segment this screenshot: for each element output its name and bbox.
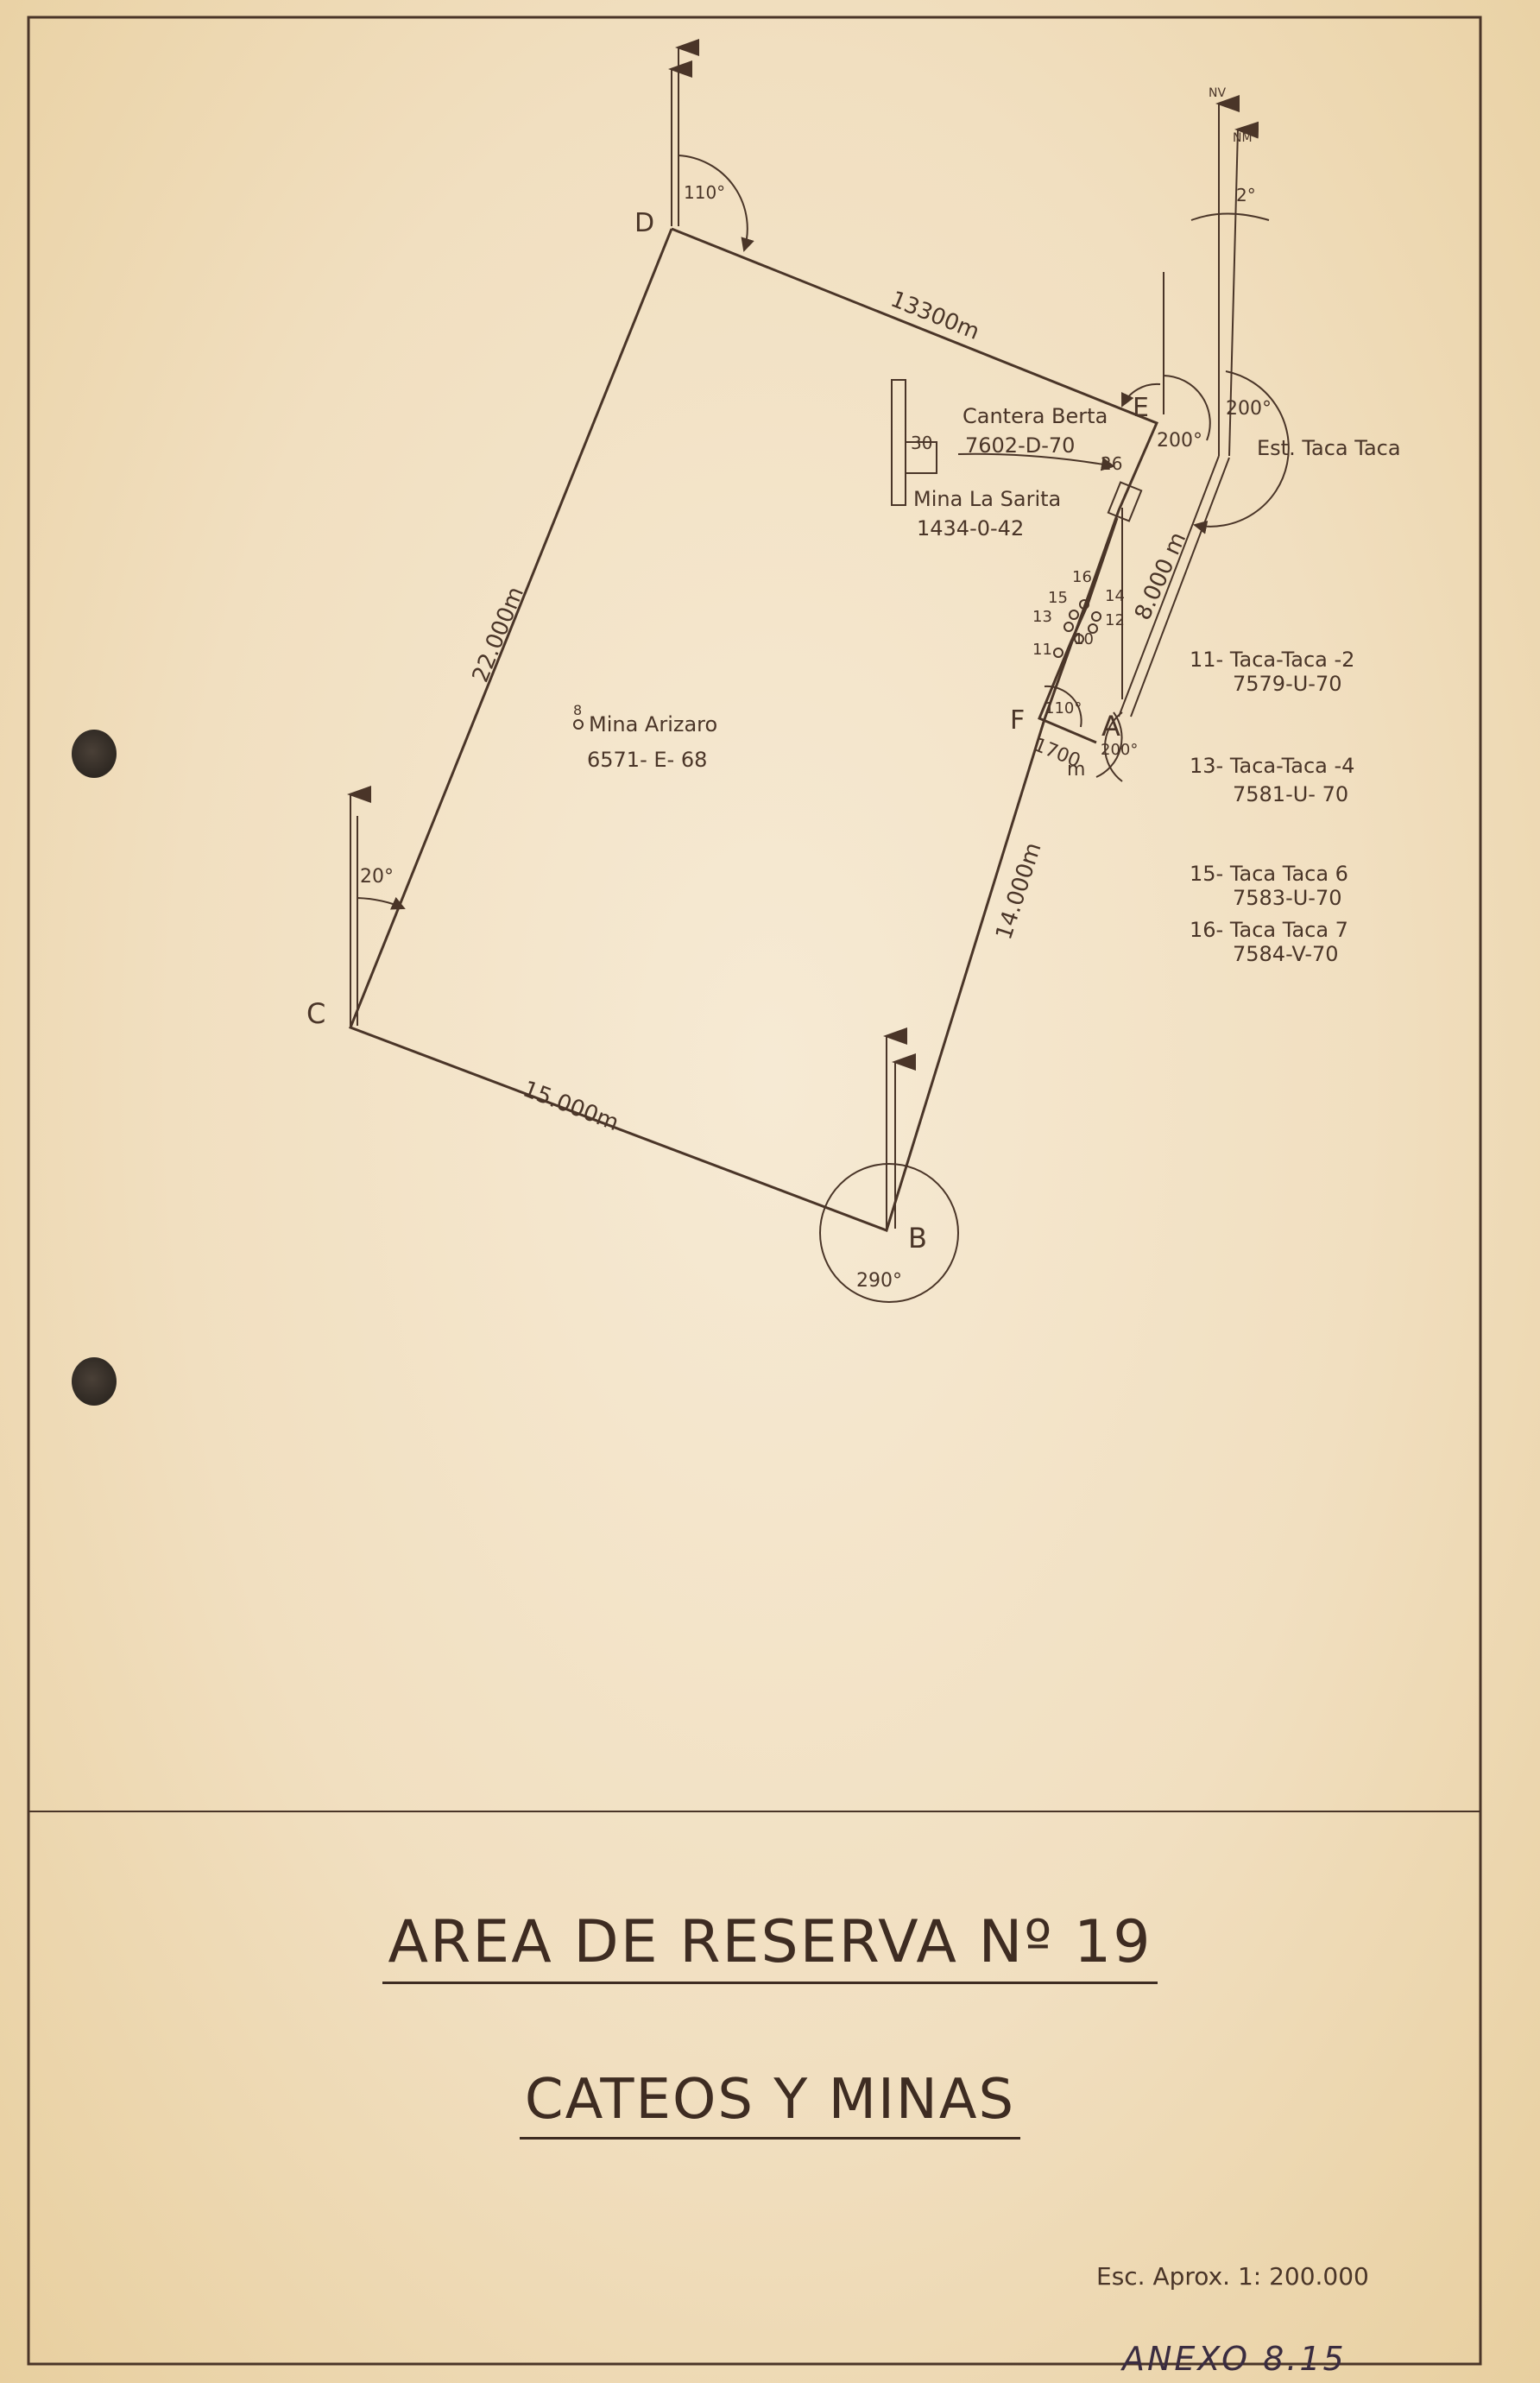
page-subtitle-text: CATEOS Y MINAS (519, 2068, 1021, 2140)
mine-marker-12 (1088, 623, 1098, 634)
claim-berta-code: 7602-D-70 (965, 433, 1075, 458)
north-nv-label: NV (1209, 86, 1226, 100)
distance-ba: 14.000m (991, 839, 1046, 943)
arc-a (1104, 711, 1123, 782)
mine-marker-14 (1091, 611, 1101, 622)
vertex-b: B (908, 1222, 927, 1255)
vertex-e: E (1133, 393, 1149, 423)
scale-note: Esc. Aprox. 1: 200.000 (1096, 2262, 1369, 2291)
claim-arizaro-code: 6571- E- 68 (587, 748, 707, 772)
claim-sarita-box (1107, 481, 1143, 522)
claim-berta-bar (891, 379, 906, 506)
claim-n16: 16 (1072, 568, 1092, 586)
distance-de: 13300m (887, 287, 982, 345)
legend-item-code: 7581-U- 70 (1233, 782, 1348, 806)
station-to-a2 (1130, 457, 1230, 717)
page-title-text: AREA DE RESERVA Nº 19 (382, 1908, 1158, 1984)
angle-declination: 2° (1236, 185, 1256, 205)
claim-berta-box (905, 441, 937, 474)
claim-arizaro-num: 8 (573, 702, 582, 718)
arc-declination (1190, 212, 1270, 221)
mine-marker-16 (1079, 599, 1089, 610)
claim-sarita-code: 1434-0-42 (917, 516, 1024, 540)
distance-ae: 8.000 m (1130, 528, 1191, 624)
station-to-a (1118, 455, 1220, 717)
claim-berta-label: Cantera Berta (962, 404, 1108, 428)
claim-n11: 11 (1032, 641, 1052, 659)
claim-n14: 14 (1105, 587, 1125, 605)
claim-n15: 15 (1048, 589, 1068, 607)
arc-f (1044, 685, 1082, 728)
angle-d: 110° (684, 182, 725, 203)
station-label: Est. Taca Taca (1257, 436, 1401, 460)
claim-sarita-label: Mina La Sarita (913, 487, 1061, 511)
legend-item-code: 7584-V-70 (1233, 942, 1339, 966)
angle-a: 200° (1101, 741, 1138, 759)
legend-item-code: 7579-U-70 (1233, 672, 1342, 696)
arc-c (357, 896, 406, 910)
vertex-f: F (1010, 705, 1025, 736)
legend-item-label: 15- Taca Taca 6 (1190, 862, 1348, 886)
arc-a2 (1095, 711, 1123, 778)
distance-dc: 22.000m (468, 584, 529, 686)
angle-c: 20° (360, 866, 394, 888)
arc-e-in (1121, 382, 1161, 408)
mine-marker-15 (1069, 610, 1079, 620)
claim-n10: 10 (1074, 630, 1094, 648)
claim-arizaro-label: Mina Arizaro (589, 712, 717, 736)
punch-hole-bottom (72, 1357, 117, 1406)
arc-e (1163, 375, 1211, 441)
mine-marker-10 (1074, 634, 1084, 644)
arc-station (1193, 370, 1290, 534)
legend-item-label: 13- Taca-Taca -4 (1190, 754, 1354, 778)
arc-d (678, 155, 754, 252)
angle-station: 200° (1226, 398, 1272, 420)
distance-cb: 15.000m (519, 1077, 622, 1137)
claim-n26: 26 (1101, 453, 1122, 474)
notch-f (1038, 517, 1119, 744)
vertex-d: D (634, 208, 654, 238)
page-title: AREA DE RESERVA Nº 19 (0, 1908, 1540, 1984)
meridian-nm (1228, 121, 1259, 457)
reserve-polygon (349, 227, 1158, 1232)
north-nm-label: NM (1233, 131, 1253, 145)
mine-marker-arizaro (573, 719, 584, 730)
legend-item-code: 7583-U-70 (1233, 886, 1342, 910)
distance-fa-bottom: m (1067, 759, 1085, 781)
page-subtitle: CATEOS Y MINAS (0, 2068, 1540, 2140)
vertex-c: C (306, 997, 325, 1030)
mine-marker-11 (1053, 648, 1063, 658)
legend-item-label: 16- Taca Taca 7 (1190, 918, 1348, 942)
angle-e: 200° (1157, 430, 1202, 452)
legend: 11- Taca-Taca -2 7579-U-70 13- Taca-Taca… (1190, 648, 1354, 966)
angle-f: 110° (1045, 699, 1082, 717)
legend-item-label: 11- Taca-Taca -2 (1190, 648, 1354, 672)
drawing-frame (27, 16, 1482, 2366)
claim-n30: 30 (911, 433, 932, 453)
annex-label: ANEXO 8.15 (1122, 2340, 1347, 2378)
mine-marker-13 (1063, 622, 1074, 632)
claim-n12: 12 (1105, 611, 1125, 629)
vertex-a: A (1101, 710, 1120, 743)
angle-b: 290° (856, 1270, 902, 1292)
berta-arrow (957, 452, 1115, 471)
claim-n13: 13 (1032, 608, 1052, 626)
arc-b (819, 1163, 959, 1303)
punch-hole-top (72, 730, 117, 778)
